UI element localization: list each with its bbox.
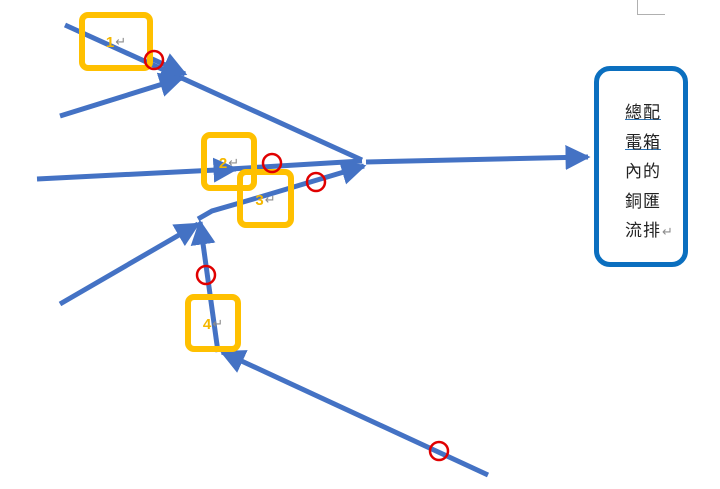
busbar-target-text: 總配 電箱 內的 銅匯 流排↵ — [625, 99, 673, 248]
label-box-3 — [237, 169, 294, 228]
page-corner-mark — [637, 0, 665, 15]
marker-circle-1 — [143, 49, 165, 71]
busbar-paragraph-mark: ↵ — [662, 225, 674, 240]
busbar-line-2: 電箱 — [625, 132, 661, 153]
label-box-2 — [201, 132, 257, 191]
main-feeder — [365, 145, 591, 171]
busbar-line-4: 銅匯 — [625, 191, 661, 212]
conductor-1-main — [63, 22, 364, 163]
marker-circle-5 — [428, 440, 450, 462]
busbar-line-5: 流排 — [625, 221, 661, 241]
marker-circle-3 — [305, 171, 327, 193]
busbar-line-3: 內的 — [625, 162, 661, 182]
label-box-4 — [185, 294, 241, 352]
conductor-3-branch — [58, 221, 201, 307]
busbar-line-5-wrap: 流排↵ — [625, 217, 673, 248]
conductor-1-branch — [59, 72, 185, 119]
label-box-1 — [79, 12, 153, 71]
conductor-1-arrow — [148, 53, 188, 77]
marker-circle-2 — [261, 152, 283, 174]
conductor-4 — [219, 349, 490, 478]
busbar-line-1: 總配 — [625, 103, 661, 123]
busbar-target-box: 總配 電箱 內的 銅匯 流排↵ — [594, 66, 688, 267]
conductor-2-cont — [229, 158, 363, 172]
marker-circle-4 — [195, 264, 217, 286]
conductor-4-riser — [190, 219, 221, 353]
